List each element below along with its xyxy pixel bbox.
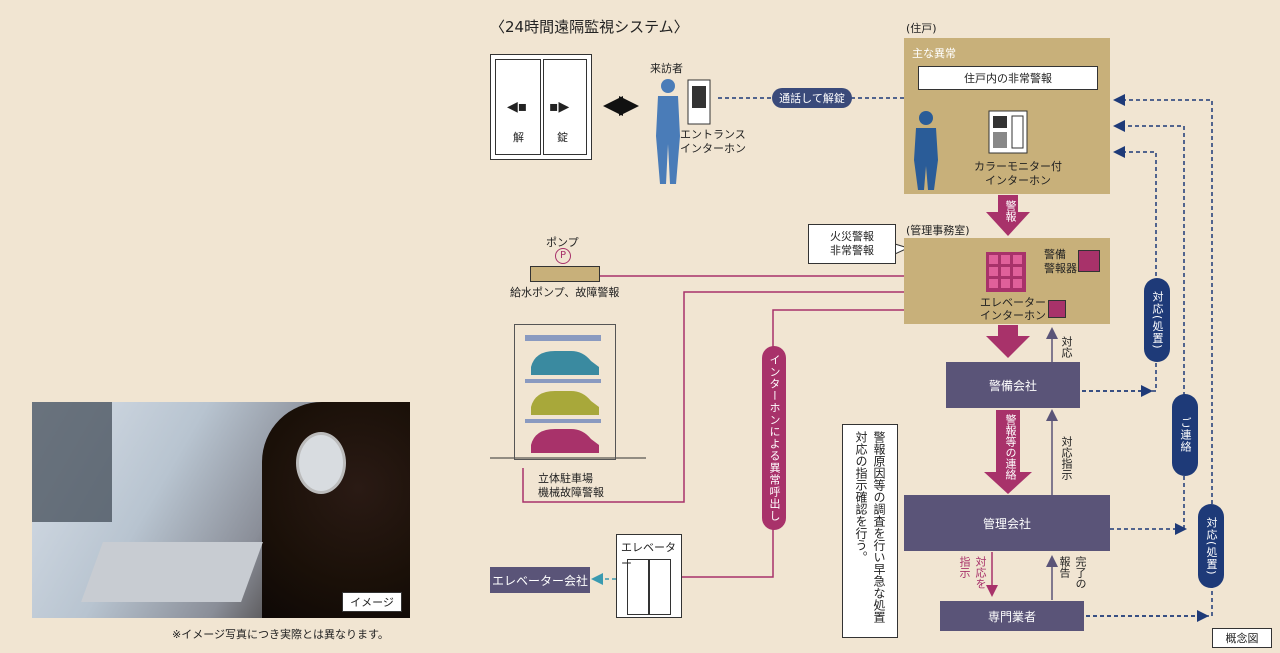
door: ◀▪ ▪▶ 解 錠	[490, 54, 592, 160]
alarm-arrow-label: 警報	[1004, 200, 1017, 222]
visitor-figure	[656, 79, 711, 184]
call-unlock-pill: 通話して解錠	[772, 88, 852, 108]
elevator-company-box: エレベーター会社	[490, 567, 590, 593]
office-box: 警備 警報器 エレベーター インターホン	[904, 238, 1110, 324]
response-pill-2: 対応(処置)	[1198, 504, 1224, 588]
response-label: 対応	[1060, 336, 1073, 358]
resident-figure	[914, 111, 938, 190]
elevator-box: エレベーター	[616, 534, 682, 618]
management-company-box: 管理会社	[904, 495, 1110, 551]
security-company-box: 警備会社	[946, 362, 1080, 408]
specialist-box: 専門業者	[940, 601, 1084, 631]
control-panel-icon	[986, 252, 1026, 292]
pump-label: ポンプ	[546, 236, 579, 249]
visitor-label: 来訪者	[650, 62, 683, 75]
pump-base	[530, 266, 600, 282]
parking-caption: 立体駐車場 機械故障警報	[538, 472, 604, 499]
fire-alarm-callout: 火災警報 非常警報	[808, 224, 896, 264]
report-label: 完了の報告	[1058, 556, 1087, 589]
monitor-intercom-icon	[988, 110, 1028, 154]
monitor-intercom-label: カラーモニター付 インターホン	[974, 160, 1062, 187]
concept-label: 概念図	[1212, 628, 1272, 648]
entrance-intercom-label: エントランス インターホン	[680, 128, 746, 155]
security-alarm-icon	[1078, 250, 1100, 272]
parking-structure	[514, 324, 616, 460]
photo-caption: ※イメージ写真につき実際とは異なります。	[172, 628, 389, 641]
security-alarm-label: 警備 警報器	[1044, 248, 1077, 275]
instruction-box: 警報原因等の調査を行い早急な処置対応の指示確認を行う。	[842, 424, 898, 638]
photo-tag: イメージ	[342, 592, 402, 612]
elevator-intercom-label: エレベーター インターホン	[980, 296, 1046, 322]
contact-pill: ご連絡	[1172, 394, 1198, 476]
elevator-label: エレベーター	[621, 541, 676, 570]
operator-photo	[32, 402, 410, 618]
diagram-title: 〈24時間遠隔監視システム〉	[490, 18, 689, 36]
residence-alarm-box: 住戸内の非常警報	[918, 66, 1098, 90]
main-anomaly-label: 主な異常	[912, 47, 956, 60]
arrow-right-icon: ▪▶	[549, 99, 570, 115]
arrow-left-icon: ◀▪	[507, 99, 528, 115]
door-unlock-label: 解	[513, 131, 524, 144]
residence-label: (住戸)	[906, 22, 937, 35]
instruction-text: 警報原因等の調査を行い早急な処置対応の指示確認を行う。	[854, 431, 886, 623]
instruct-response-label: 対応を指示	[958, 556, 987, 589]
office-label: (管理事務室)	[906, 224, 970, 237]
door-lock-label: 錠	[557, 131, 568, 144]
response-pill-1: 対応(処置)	[1144, 278, 1170, 362]
pump-icon: P	[555, 248, 571, 264]
elevator-intercom-icon	[1048, 300, 1066, 318]
alarm-contact-label: 警報等の連絡	[1004, 414, 1017, 480]
residence-box: 主な異常 住戸内の非常警報 カラーモニター付 インターホン	[904, 38, 1110, 194]
pump-caption: 給水ポンプ、故障警報	[510, 286, 620, 299]
response-instruction-label: 対応指示	[1060, 436, 1073, 480]
intercom-call-pill: インターホンによる異常呼出し	[762, 346, 786, 530]
